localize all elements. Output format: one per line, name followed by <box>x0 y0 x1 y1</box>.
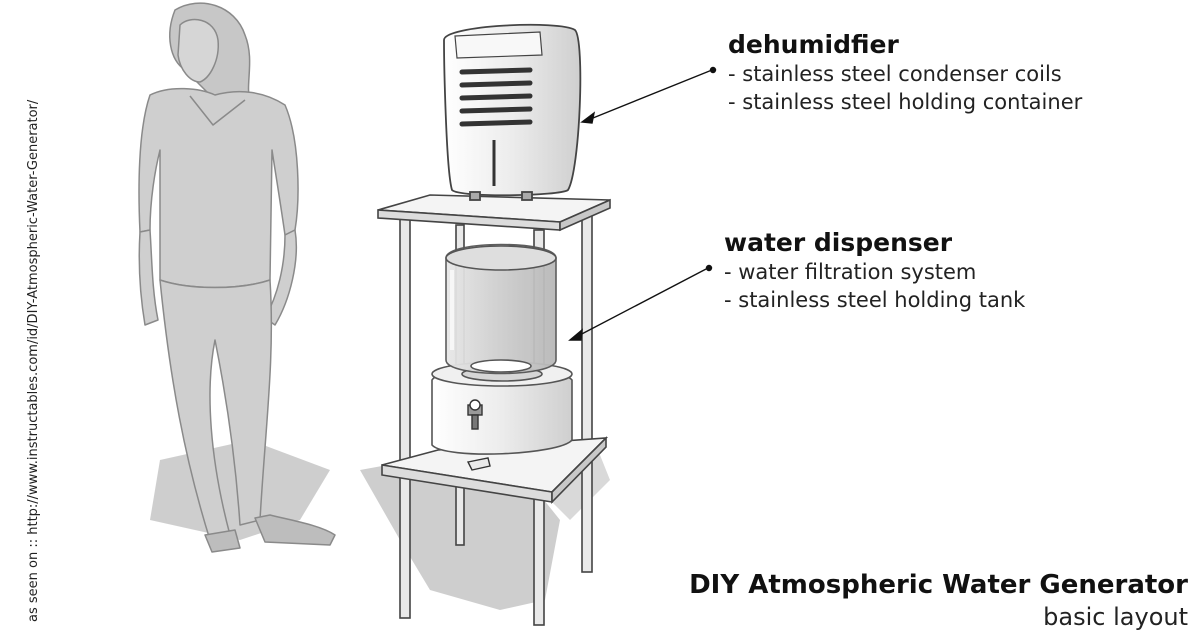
source-credit: as seen on :: http://www.instructables.c… <box>26 99 41 622</box>
person-right-arm <box>264 229 298 326</box>
dispenser-item: - stainless steel holding tank <box>724 288 1026 312</box>
person-figure <box>138 2 336 553</box>
dehumidifier-unit <box>443 23 582 201</box>
dehumidifier-item: - stainless steel condenser coils <box>728 62 1062 86</box>
dehumidifier-title: dehumidfier <box>728 30 899 59</box>
diagram-subtitle: basic layout <box>1043 603 1188 631</box>
dehumidifier-item: - stainless steel holding container <box>728 90 1083 114</box>
upper-shelf <box>377 194 611 232</box>
lower-shelf <box>381 436 609 504</box>
person-torso <box>138 87 299 289</box>
person-left-arm <box>138 229 159 326</box>
diagram-title: DIY Atmospheric Water Generator <box>689 570 1188 600</box>
dispenser-title: water dispenser <box>724 228 953 257</box>
water-tank <box>445 243 557 375</box>
dispenser-base <box>431 361 573 455</box>
person-head <box>177 18 219 83</box>
person-left-shoe <box>204 529 241 553</box>
dehumidifier-vents <box>459 67 533 127</box>
person-right-shoe <box>254 514 336 546</box>
person-legs <box>159 279 273 541</box>
dispenser-tap <box>466 399 491 471</box>
callout-arrows <box>568 66 717 341</box>
dispenser-item: - water filtration system <box>724 260 977 284</box>
